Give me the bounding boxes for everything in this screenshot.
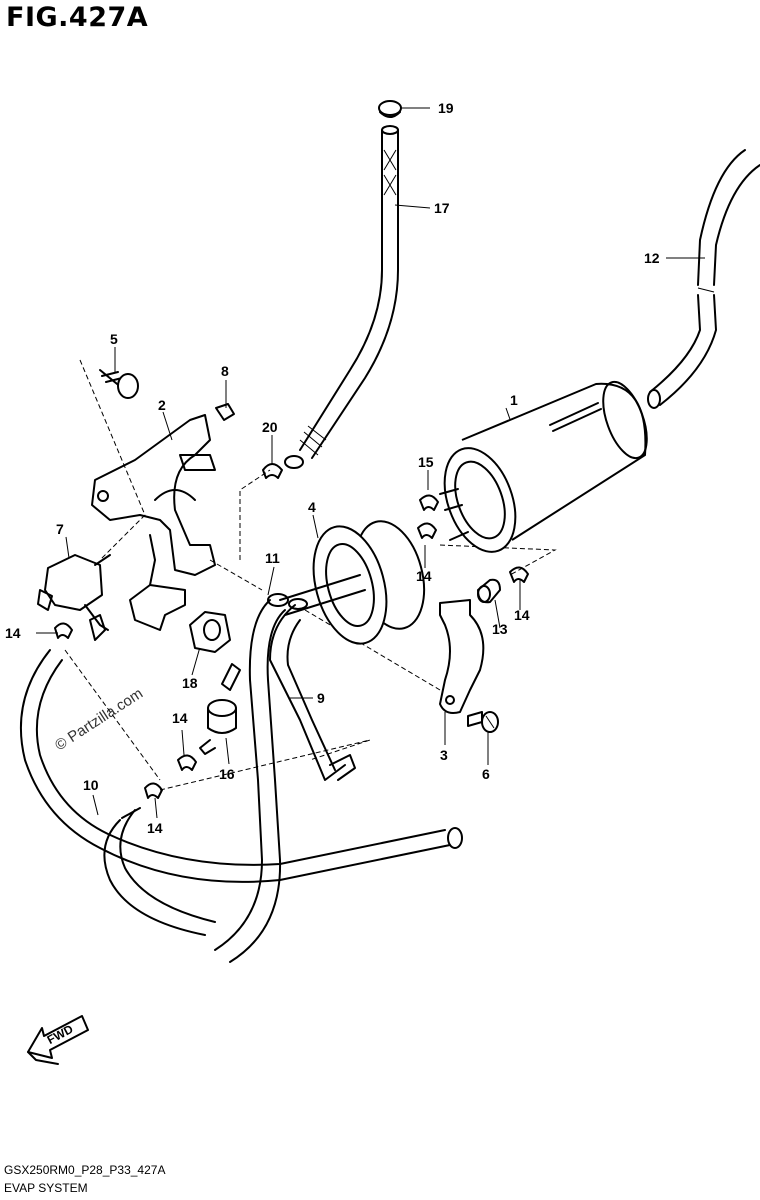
callout-1: 1 <box>510 392 518 408</box>
callout-11: 11 <box>265 550 280 566</box>
callout-15: 15 <box>418 454 434 470</box>
callout-17: 17 <box>434 200 450 216</box>
hose-12 <box>647 149 760 409</box>
callout-4: 4 <box>308 499 316 515</box>
callout-18: 18 <box>182 675 198 691</box>
callout-16: 16 <box>219 766 235 782</box>
bracket-2 <box>91 414 216 631</box>
callout-labels: 19 17 12 1 5 8 2 20 15 4 7 11 14 14 14 1… <box>5 100 660 836</box>
bracket-3 <box>439 599 485 714</box>
leader-lines <box>36 107 705 819</box>
fwd-arrow: FWD <box>27 1015 89 1065</box>
cushion-4 <box>279 520 426 645</box>
callout-20: 20 <box>262 419 278 435</box>
clamp-15 <box>419 494 439 511</box>
hose-11 <box>214 593 289 963</box>
bolt-5 <box>99 369 139 399</box>
callout-9: 9 <box>317 690 325 706</box>
callout-3: 3 <box>440 747 448 763</box>
callout-14e: 14 <box>147 820 163 836</box>
diagram-code: GSX250RM0_P28_P33_427A <box>4 1163 166 1177</box>
section-name: EVAP SYSTEM <box>4 1181 88 1195</box>
callout-19: 19 <box>438 100 454 116</box>
screw-6 <box>467 711 499 733</box>
clamp-14-mid <box>144 754 197 799</box>
callout-12: 12 <box>644 250 660 266</box>
callout-8: 8 <box>221 363 229 379</box>
callout-14b: 14 <box>416 568 432 584</box>
callout-6: 6 <box>482 766 490 782</box>
clip-8 <box>215 403 235 421</box>
callout-2: 2 <box>158 397 166 413</box>
callout-14a: 14 <box>5 625 21 641</box>
grommet-18 <box>189 611 231 653</box>
canister-1 <box>439 380 648 553</box>
clamp-14-left <box>54 614 106 641</box>
hose-9 <box>269 598 356 781</box>
callout-14c: 14 <box>514 607 530 623</box>
clamp-19 <box>378 100 402 118</box>
assembly-guide-lines <box>64 359 557 791</box>
clamp-20 <box>262 463 283 479</box>
callout-14d: 14 <box>172 710 188 726</box>
hose-10 <box>19 649 463 936</box>
fitting-16 <box>199 663 241 755</box>
clamp-14-canister <box>417 522 529 583</box>
callout-5: 5 <box>110 331 118 347</box>
hose-17 <box>284 125 399 469</box>
valve-7 <box>37 554 111 631</box>
callout-10: 10 <box>83 777 99 793</box>
plug-13 <box>477 578 501 604</box>
figure-title: FIG.427A <box>6 2 149 33</box>
callout-7: 7 <box>56 521 64 537</box>
callout-13: 13 <box>492 621 508 637</box>
